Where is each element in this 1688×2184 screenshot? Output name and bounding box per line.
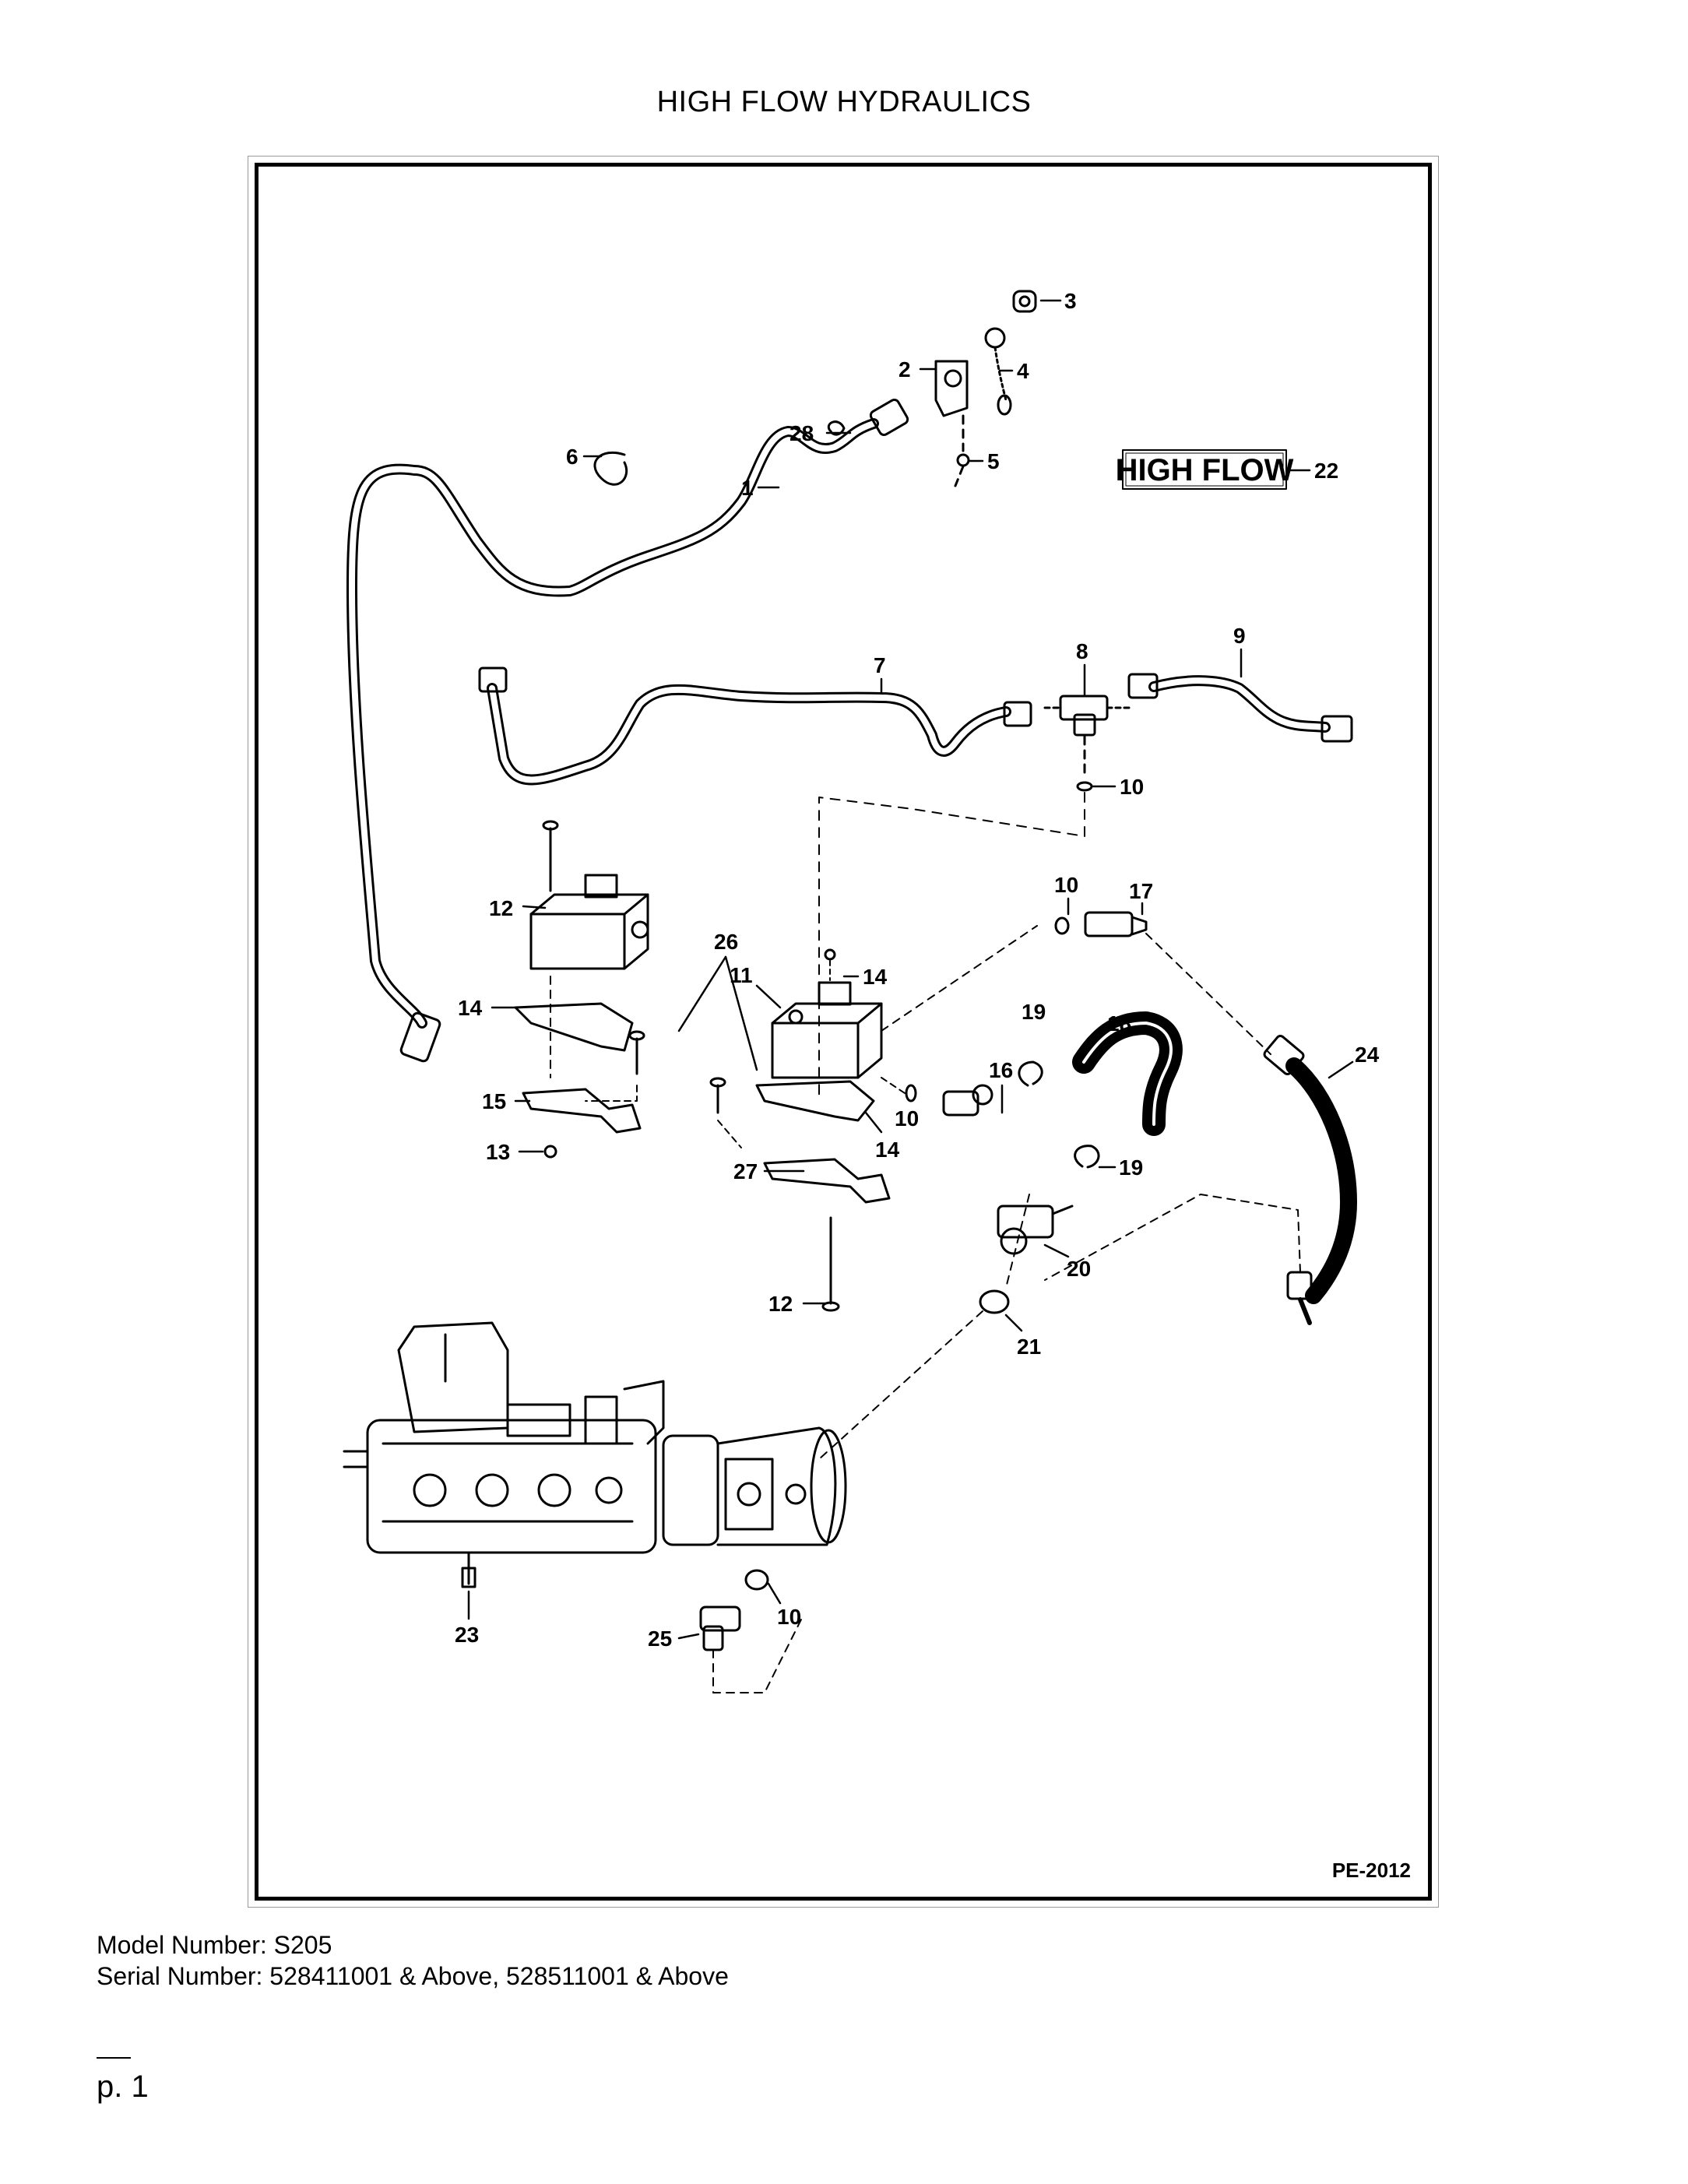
bracket-part-27	[763, 1158, 891, 1204]
hose-part-18	[1072, 1011, 1183, 1136]
callout-24: 24	[1355, 1043, 1380, 1067]
nut-part-14-top	[824, 948, 836, 961]
parts-diagram: HIGH FLOW 3 2 4 28 5 6 1 22 7 8 9 10 12 …	[255, 163, 1432, 1901]
bracket-part-15	[522, 1088, 642, 1134]
callout-15: 15	[482, 1089, 506, 1113]
valve-block-part-11	[771, 981, 883, 1079]
hose-clamp-part-19-upper	[1018, 1060, 1043, 1087]
serial-number: Serial Number: 528411001 & Above, 528511…	[97, 1962, 729, 1990]
callout-10-low: 10	[895, 1106, 919, 1131]
callout-11: 11	[730, 963, 753, 987]
drawing-number: PE-2012	[1331, 1859, 1411, 1882]
tube-part-9	[1127, 673, 1353, 743]
plate-part-14-right	[755, 1080, 875, 1122]
page-title: HIGH FLOW HYDRAULICS	[656, 86, 1032, 118]
bolt-part-12-lower	[821, 1216, 840, 1312]
callout-10-top: 10	[1120, 775, 1144, 799]
callout-8: 8	[1076, 639, 1088, 663]
callout-14-left: 14	[458, 996, 483, 1020]
callout-17: 17	[1129, 879, 1153, 903]
callout-7: 7	[874, 653, 886, 677]
callout-27: 27	[733, 1159, 758, 1183]
callout-12-left: 12	[489, 896, 513, 920]
page-number: p. 1	[97, 2070, 149, 2104]
tube-part-1	[346, 398, 909, 1063]
hose-clamp-part-19-lower	[1074, 1145, 1100, 1169]
nut-part-13	[543, 1145, 557, 1159]
callout-22: 22	[1314, 459, 1338, 483]
elbow-fitting-part-16	[942, 1084, 993, 1117]
callout-26: 26	[714, 930, 738, 954]
hydrostatic-pump-part-23	[343, 1321, 665, 1588]
elbow-fitting-part-25	[699, 1605, 804, 1693]
plate-part-14-left	[514, 1002, 634, 1052]
callout-5: 5	[987, 449, 1000, 473]
high-flow-decal-part-22	[1122, 449, 1287, 490]
callout-1: 1	[741, 476, 754, 500]
tube-part-7	[478, 666, 1032, 786]
o-ring-part-10-mid	[1054, 916, 1070, 935]
callout-14-top: 14	[863, 965, 888, 989]
callout-16: 16	[989, 1058, 1013, 1082]
callout-9: 9	[1233, 624, 1246, 648]
tether-part-4	[984, 327, 1012, 416]
nut-part-5	[956, 453, 970, 467]
o-ring-part-10-bottom	[744, 1569, 769, 1591]
callout-13: 13	[486, 1140, 510, 1164]
callout-3: 3	[1064, 289, 1077, 313]
callout-25: 25	[648, 1627, 672, 1651]
gear-pump	[662, 1426, 847, 1546]
exploded-parts-drawing: HIGH FLOW 3 2 4 28 5 6 1 22 7 8 9 10 12 …	[343, 289, 1380, 1693]
decal-text: HIGH FLOW	[1116, 453, 1294, 487]
callout-labels: 3 2 4 28 5 6 1 22 7 8 9 10 12 14 15 13 1…	[455, 289, 1380, 1651]
callout-14-right: 14	[875, 1138, 900, 1162]
bracket-part-2	[934, 360, 969, 417]
diagram-frame: HIGH FLOW 3 2 4 28 5 6 1 22 7 8 9 10 12 …	[248, 156, 1439, 1908]
callout-4: 4	[1017, 359, 1029, 383]
bolt-part-12-left	[542, 820, 559, 1078]
callout-6: 6	[566, 445, 578, 469]
hose-part-24	[1044, 1035, 1357, 1325]
callout-2: 2	[899, 357, 911, 382]
valve-block-left	[529, 874, 649, 970]
model-number: Model Number: S205	[97, 1931, 332, 1959]
callout-18: 18	[1107, 1011, 1131, 1036]
o-ring-part-21	[979, 1289, 1010, 1314]
callout-19-upper: 19	[1022, 1000, 1046, 1024]
callout-10-bottom: 10	[777, 1605, 801, 1629]
footer-rule	[97, 2057, 131, 2059]
o-ring-part-10-top	[1076, 781, 1093, 792]
clip-part-28	[827, 420, 846, 436]
callout-23: 23	[455, 1623, 479, 1647]
cap-part-3	[1012, 290, 1037, 313]
o-ring-part-10-low	[905, 1084, 917, 1103]
callout-20: 20	[1067, 1257, 1091, 1281]
fitting-part-20	[997, 1205, 1074, 1255]
callout-12-lower: 12	[768, 1292, 793, 1316]
callout-10-mid: 10	[1054, 873, 1078, 897]
callout-19-lower: 19	[1119, 1155, 1143, 1180]
bolts-part-26	[585, 1030, 742, 1148]
clamp-part-6	[593, 451, 628, 486]
callout-28: 28	[789, 421, 814, 445]
callout-21: 21	[1017, 1335, 1041, 1359]
adapter-part-17	[1084, 911, 1148, 937]
tee-fitting-part-8	[1043, 695, 1132, 737]
